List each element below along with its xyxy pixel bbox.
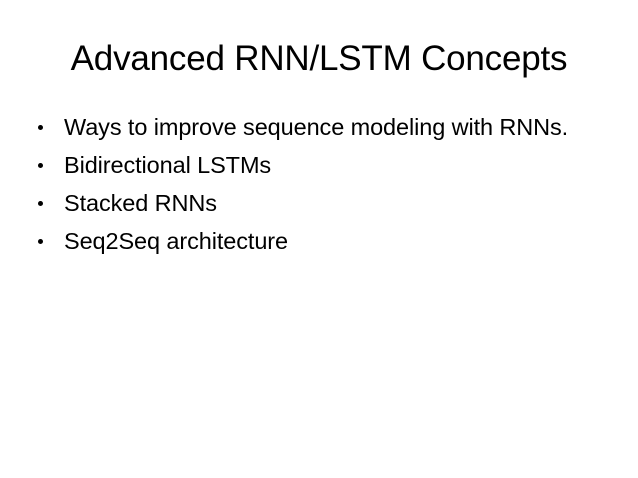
list-item-label: Stacked RNNs: [64, 190, 217, 216]
list-item-label: Ways to improve sequence modeling with R…: [64, 114, 569, 140]
bullet-dot-icon: [38, 201, 43, 206]
list-item: Ways to improve sequence modeling with R…: [30, 112, 570, 142]
list-item: Bidirectional LSTMs: [30, 150, 570, 180]
list-item: Stacked RNNs: [30, 188, 570, 218]
page-title: Advanced RNN/LSTM Concepts: [70, 39, 568, 78]
bullet-dot-icon: [38, 163, 43, 168]
bullet-list: Ways to improve sequence modeling with R…: [30, 112, 570, 256]
list-item: Seq2Seq architecture: [30, 226, 570, 256]
list-item-label: Seq2Seq architecture: [64, 228, 289, 254]
list-item-label: Bidirectional LSTMs: [64, 152, 272, 178]
bullet-dot-icon: [38, 125, 43, 130]
bullet-dot-icon: [38, 239, 43, 244]
